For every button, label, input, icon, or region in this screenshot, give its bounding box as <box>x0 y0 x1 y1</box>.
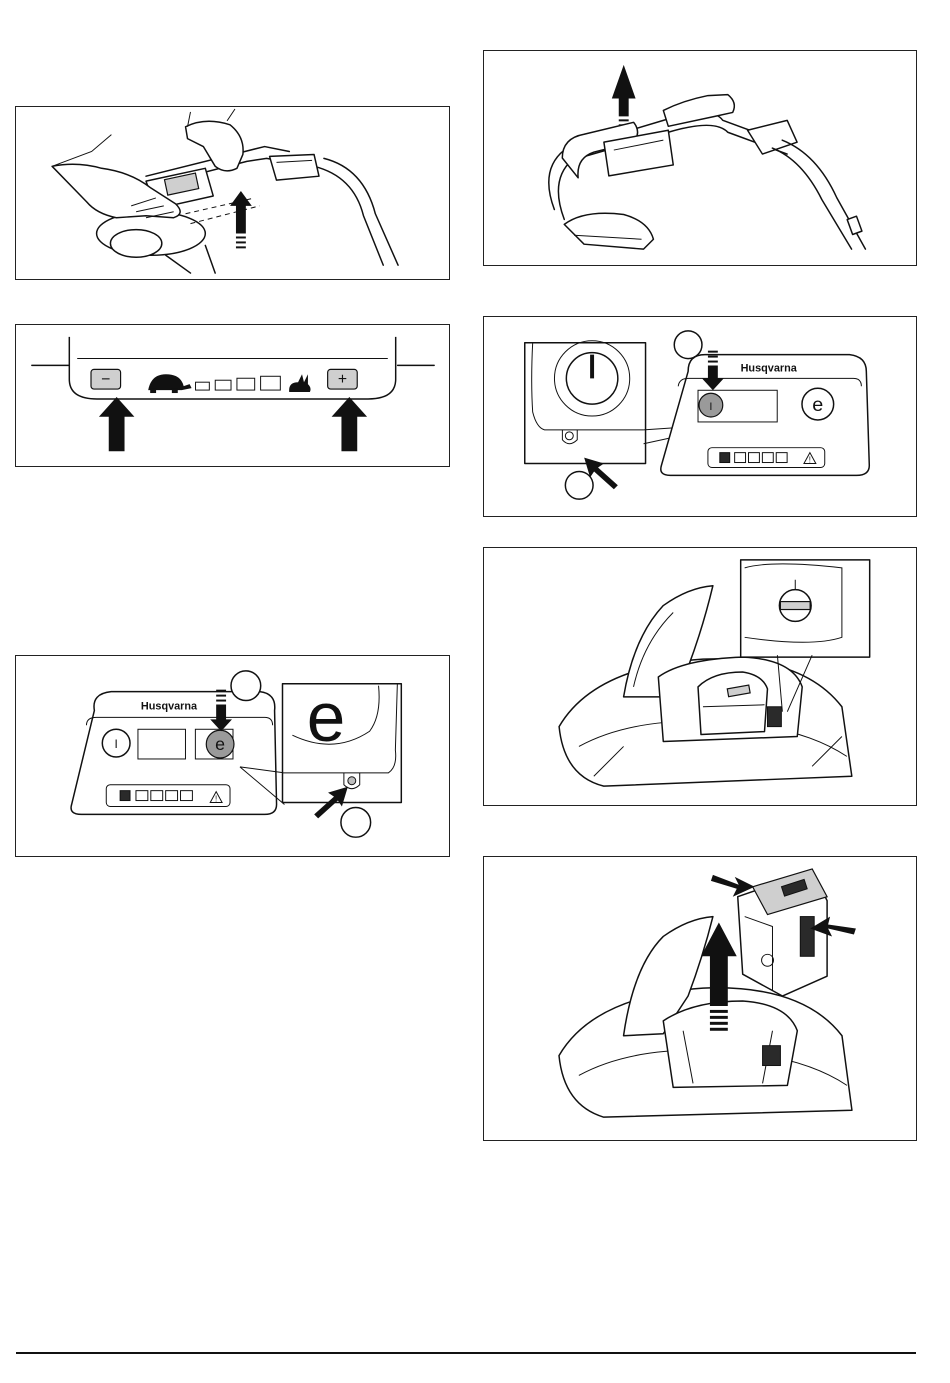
power-button-panel-illustration: Husqvarna I e ! <box>484 317 916 516</box>
fig-handle-fold <box>15 106 450 280</box>
brand-logo: Husqvarna <box>141 700 198 712</box>
eco-icon: e <box>812 394 823 416</box>
power-icon: I <box>115 737 118 751</box>
eco-button-panel-illustration: Husqvarna I e ! e <box>16 656 449 856</box>
speed-control-panel-illustration: − + <box>16 325 449 466</box>
fig-battery-installed <box>483 547 917 806</box>
hands-lifting-handle-illustration <box>16 107 449 279</box>
eco-zoom-icon: e <box>307 678 346 756</box>
fig-eco-button: Husqvarna I e ! e <box>15 655 450 857</box>
plus-icon: + <box>338 371 347 388</box>
battery-compartment-illustration <box>484 548 916 805</box>
power-icon: I <box>709 401 712 413</box>
handle-lift-illustration <box>484 51 916 265</box>
battery-removal-illustration <box>484 857 916 1140</box>
fig-battery-remove <box>483 856 917 1141</box>
fig-speed-control: − + <box>15 324 450 467</box>
brand-logo: Husqvarna <box>741 362 798 374</box>
warning-icon: ! <box>215 795 217 804</box>
footer-rule <box>16 1352 916 1354</box>
warning-icon: ! <box>809 456 811 465</box>
fig-power-button: Husqvarna I e ! <box>483 316 917 517</box>
fig-handle-lift <box>483 50 917 266</box>
minus-icon: − <box>101 371 110 388</box>
eco-icon: e <box>215 734 225 754</box>
